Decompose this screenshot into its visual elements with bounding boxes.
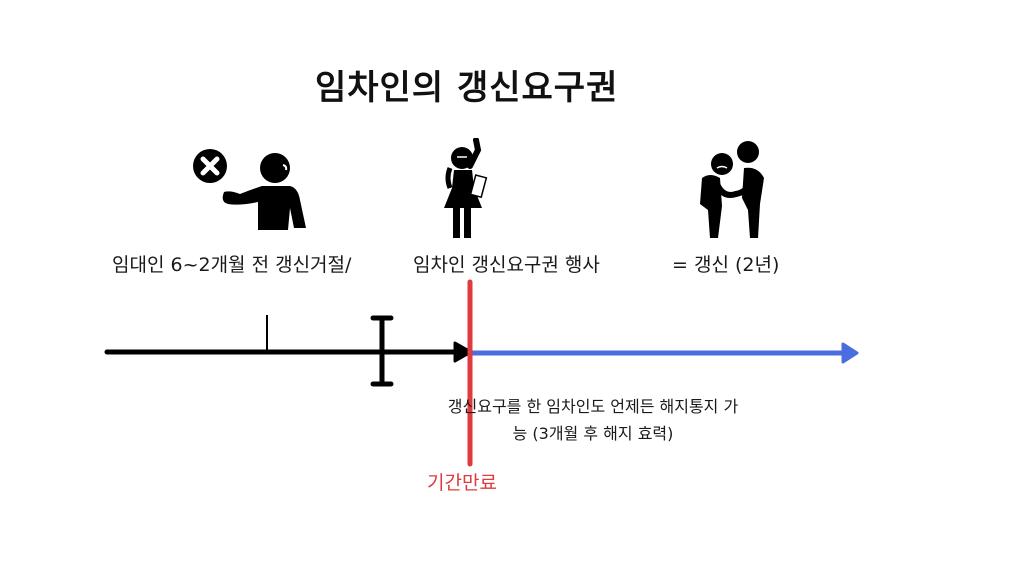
termination-note: 갱신요구를 한 임차인도 언제든 해지통지 가 능 (3개월 후 해지 효력) xyxy=(398,393,788,447)
termination-note-line-2: 능 (3개월 후 해지 효력) xyxy=(512,424,674,443)
two-people-handshake-icon xyxy=(700,141,764,238)
tenant-right-caption: 임차인 갱신요구권 행사 xyxy=(413,254,600,276)
expiry-label: 기간만료 xyxy=(427,472,497,494)
person-refusing-x-icon xyxy=(193,149,306,230)
landlord-refusal-caption: 임대인 6~2개월 전 갱신거절/ xyxy=(112,254,352,276)
woman-raising-hand-icon xyxy=(444,138,488,238)
timeline-after-expiry xyxy=(472,342,859,364)
renewal-caption: = 갱신 (2년) xyxy=(672,254,780,276)
timeline-before-expiry xyxy=(104,315,473,387)
termination-note-line-1: 갱신요구를 한 임차인도 언제든 해지통지 가 xyxy=(447,397,739,416)
diagram-title: 임차인의 갱신요구권 xyxy=(315,68,619,108)
